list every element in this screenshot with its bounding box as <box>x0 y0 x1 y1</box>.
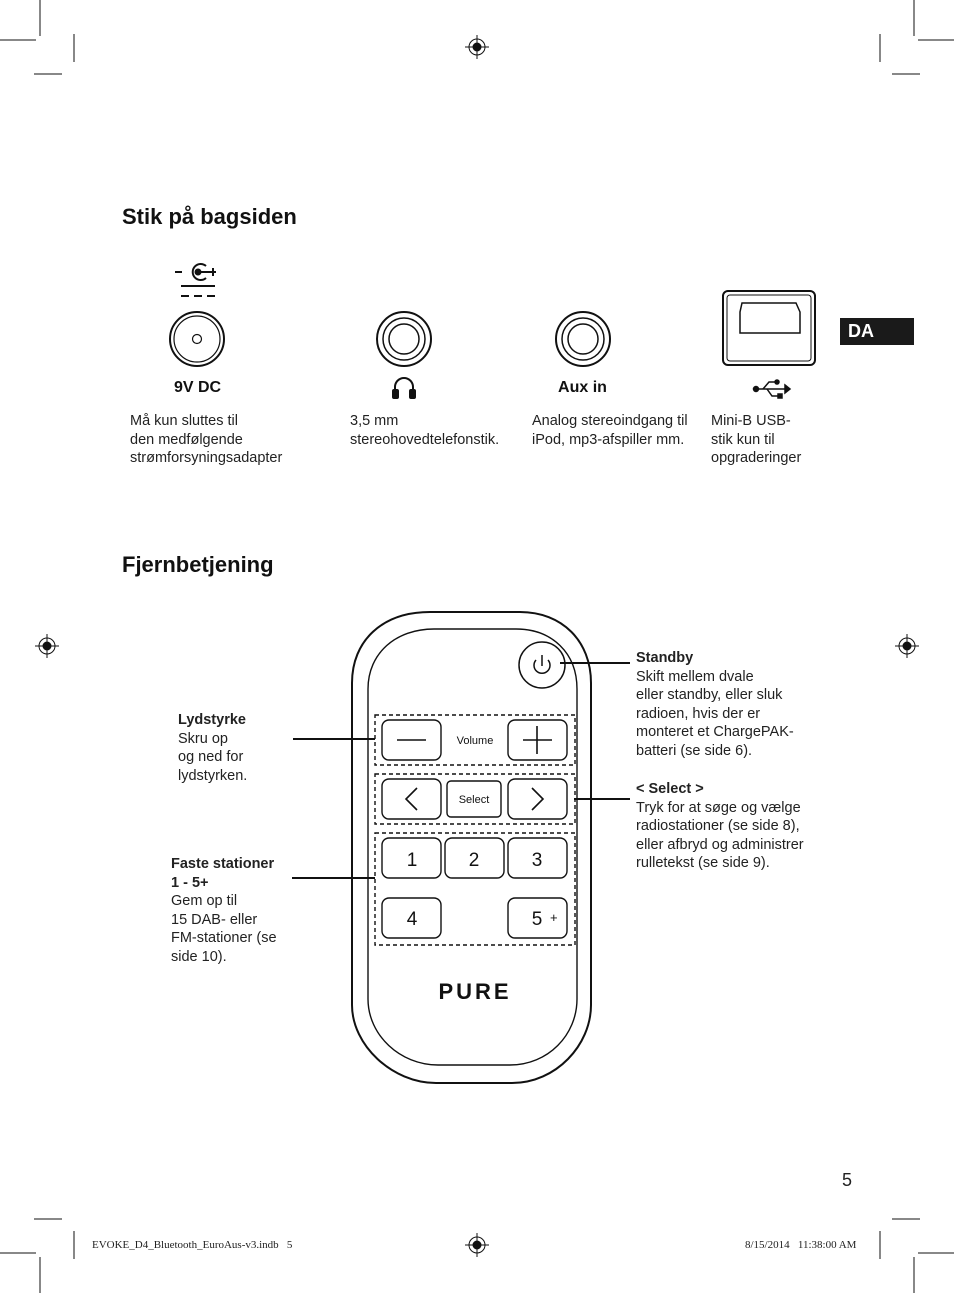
preset-5-button <box>507 897 568 939</box>
connector-desc-aux: Analog stereoindgang til iPod, mp3-afspi… <box>532 413 688 448</box>
volume-row <box>381 719 568 761</box>
footer-file-slug: EVOKE_D4_Bluetooth_EuroAus-v3.indb 5 <box>92 1239 293 1251</box>
preset-3-label: 3 <box>532 850 543 871</box>
callout-standby: Standby Skift mellem dvale eller standby… <box>636 650 794 759</box>
preset-4-button <box>381 897 442 939</box>
page-number: 5 <box>842 1170 853 1190</box>
connectors-illustration <box>169 263 816 399</box>
usb-socket <box>722 290 816 366</box>
dc-socket <box>169 311 225 367</box>
registration-mark-bottom <box>465 1233 489 1257</box>
select-text: Select <box>459 794 490 806</box>
connector-label-aux: Aux in <box>558 379 607 396</box>
section-title-connectors: Stik på bagsiden <box>122 204 297 229</box>
preset-4-label: 4 <box>407 909 418 930</box>
volume-text: Volume <box>457 735 494 747</box>
volume-group <box>374 714 576 766</box>
section-title-remote: Fjernbetjening <box>122 552 274 577</box>
left-button <box>381 778 442 820</box>
preset-5-label: 5 <box>532 909 543 930</box>
volume-up-button <box>507 719 568 761</box>
preset-1-button <box>381 837 442 879</box>
registration-mark-top <box>465 35 489 59</box>
preset-2-button <box>444 837 505 879</box>
footer-timestamp: 8/15/2014 11:38:00 AM <box>745 1239 857 1251</box>
language-tab: DA <box>840 318 914 345</box>
power-button <box>518 641 566 689</box>
right-button <box>507 778 568 820</box>
headphones-icon <box>392 377 416 399</box>
callout-lines <box>292 662 630 879</box>
dc-polarity-icon <box>175 263 216 297</box>
registration-mark-right <box>895 634 919 658</box>
remote-illustration: Volume Select 1 2 3 4 5 + PURE <box>351 611 592 1084</box>
preset-plus-label: + <box>550 910 558 925</box>
aux-socket <box>555 311 611 367</box>
brand-logo: PURE <box>438 979 511 1004</box>
callout-presets: Faste stationer 1 - 5+ Gem op til 15 DAB… <box>171 856 277 965</box>
select-button <box>446 780 502 818</box>
registration-mark-left <box>35 634 59 658</box>
power-icon <box>533 659 551 675</box>
preset-1-label: 1 <box>407 850 418 871</box>
connector-desc-headphone: 3,5 mm stereohovedtelefonstik. <box>350 413 500 448</box>
usb-icon <box>752 379 792 399</box>
connector-desc-dc: Må kun sluttes til den medfølgende strøm… <box>130 413 283 466</box>
preset-buttons <box>381 837 568 939</box>
preset-2-label: 2 <box>469 850 480 871</box>
callout-volume: Lydstyrke Skru op og ned for lydstyrken. <box>178 712 248 784</box>
connector-desc-usb: Mini-B USB- stik kun til opgraderinger <box>711 413 802 466</box>
remote-body <box>351 611 592 1084</box>
connector-label-dc: 9V DC <box>173 379 222 396</box>
select-row <box>381 778 568 820</box>
headphone-socket <box>376 311 432 367</box>
presets-group <box>374 832 576 946</box>
volume-down-button <box>381 719 442 761</box>
callout-select: < Select > Tryk for at søge og vælge rad… <box>636 781 804 871</box>
preset-3-button <box>507 837 568 879</box>
